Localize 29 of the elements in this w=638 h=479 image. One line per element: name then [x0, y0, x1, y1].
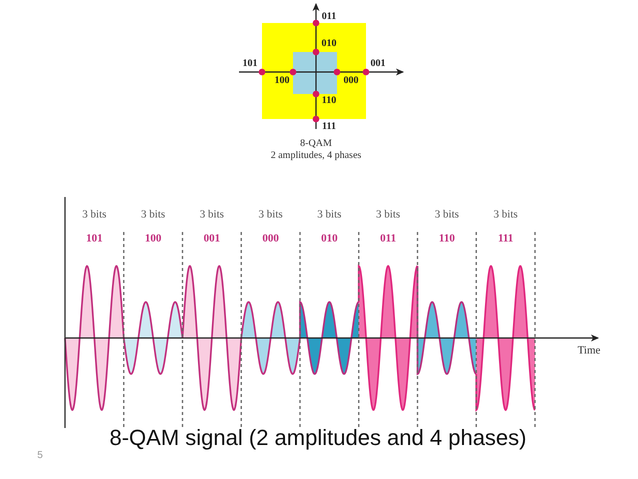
bit-code-label: 100: [144, 234, 162, 244]
bit-count-label: 3 bits: [376, 210, 400, 220]
figure-caption: 8-QAM: [300, 139, 332, 149]
axis-label: Time: [578, 346, 600, 356]
bit-code-label: 011: [380, 234, 396, 244]
point-code-label: 001: [370, 59, 386, 69]
bit-count-label: 3 bits: [494, 210, 518, 220]
point-code-label: 000: [344, 76, 358, 86]
bit-count-label: 3 bits: [200, 210, 224, 220]
bit-count-label: 3 bits: [141, 210, 166, 220]
point-code-label: 110: [322, 96, 336, 106]
point-code-label: 100: [274, 76, 290, 86]
point-code-label: 010: [322, 39, 336, 49]
bit-code-label: 000: [262, 234, 279, 244]
bit-code-label: 001: [204, 234, 220, 244]
bit-code-label: 110: [438, 234, 455, 244]
point-code-label: 101: [242, 59, 258, 69]
point-code-label: 111: [322, 122, 336, 132]
bit-code-label: 111: [498, 234, 514, 244]
bit-code-label: 010: [321, 234, 338, 244]
bit-count-label: 3 bits: [434, 210, 459, 220]
bit-count-label: 3 bits: [82, 210, 106, 220]
page-number: 5: [37, 451, 43, 461]
point-code-label: 011: [322, 12, 336, 22]
bit-count-label: 3 bits: [258, 210, 283, 220]
bit-count-label: 3 bits: [317, 210, 342, 220]
figure-caption: 2 amplitudes, 4 phases: [270, 151, 362, 161]
caption: 8-QAM signal (2 amplitudes and 4 phases): [110, 427, 526, 449]
bit-code-label: 101: [86, 234, 103, 244]
